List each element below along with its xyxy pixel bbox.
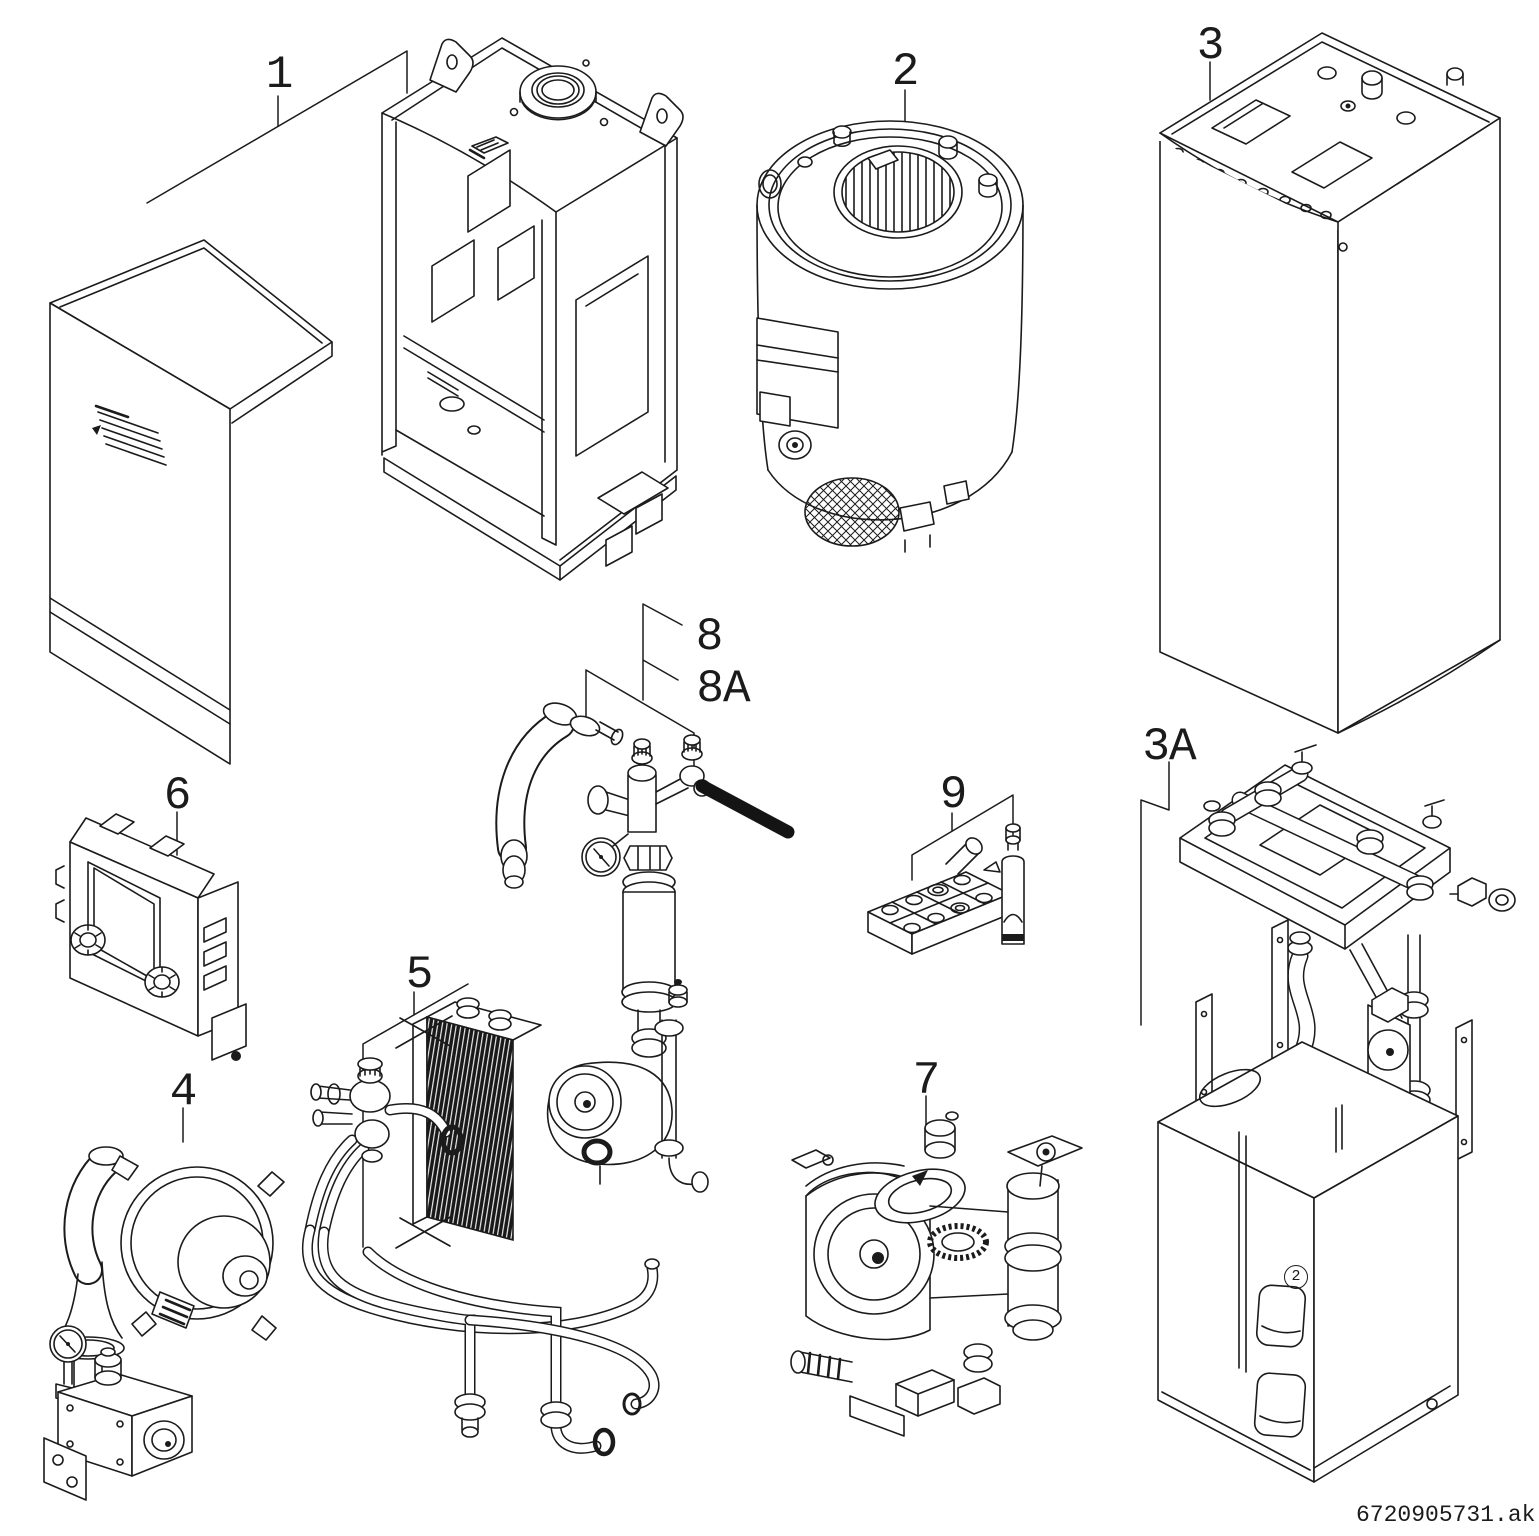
storage-tank	[1157, 1041, 1459, 1483]
hx-block	[395, 997, 542, 1249]
part-6-control-unit	[55, 813, 247, 1061]
brand-logo	[92, 404, 167, 466]
gas-valve	[43, 1347, 193, 1501]
part-label-4: 4	[169, 1066, 198, 1118]
part-1-chassis	[381, 37, 684, 581]
burner-pad	[804, 477, 900, 547]
platform-fittings	[1203, 744, 1445, 901]
o-rings	[881, 874, 993, 934]
valve-lever[interactable]	[695, 779, 795, 839]
knob[interactable]	[70, 924, 106, 956]
part-1-front-casing	[49, 239, 333, 765]
pump	[546, 1061, 673, 1185]
part-label-9: 9	[939, 769, 968, 821]
part-8-pump-group	[495, 702, 795, 1193]
pump-knob[interactable]	[581, 1138, 613, 1166]
part-7-pump-block	[790, 1111, 1083, 1437]
part-3a-assembly	[1157, 744, 1516, 1483]
part-9-service-kit	[867, 823, 1025, 955]
part-label-8a: 8A	[696, 663, 750, 715]
top-port	[874, 1111, 966, 1224]
leader-lines	[146, 50, 1211, 1248]
flue-collar	[509, 59, 609, 127]
pipe-unions	[454, 1258, 660, 1457]
part-label-3a: 3A	[1142, 721, 1196, 773]
pressure-gauge	[581, 833, 629, 877]
diverter-valve	[310, 1057, 464, 1163]
drawing-code: 6720905731.ak	[1356, 1502, 1536, 1528]
seal-box	[867, 837, 1011, 955]
valve-manifold	[587, 734, 795, 839]
part-label-1: 1	[265, 49, 294, 101]
part-2-heat-cell	[756, 120, 1024, 553]
bleed-valve	[668, 979, 688, 1008]
part-label-6: 6	[163, 770, 192, 822]
part-label-3: 3	[1196, 20, 1225, 72]
part-label-7: 7	[912, 1055, 941, 1107]
bottom-fittings	[790, 1343, 1001, 1437]
fan	[111, 1155, 285, 1341]
part-3-floor-casing	[1159, 32, 1501, 734]
part-5-heat-exchanger	[301, 997, 660, 1457]
part-4-fan-gas-valve	[43, 1146, 285, 1501]
knob[interactable]	[144, 966, 180, 998]
part-label-8: 8	[695, 611, 724, 663]
side-slots	[203, 917, 227, 991]
grease-tube	[1001, 823, 1025, 945]
heat-cell-studs	[797, 125, 998, 198]
valve-column	[929, 1172, 1062, 1341]
part-label-5: 5	[405, 949, 434, 1001]
vessel	[621, 845, 677, 1058]
heat-cell-grille	[845, 152, 951, 232]
tank-front-callout: 2	[1284, 1265, 1308, 1289]
part-label-2: 2	[891, 46, 920, 98]
motor-face	[813, 1193, 935, 1315]
